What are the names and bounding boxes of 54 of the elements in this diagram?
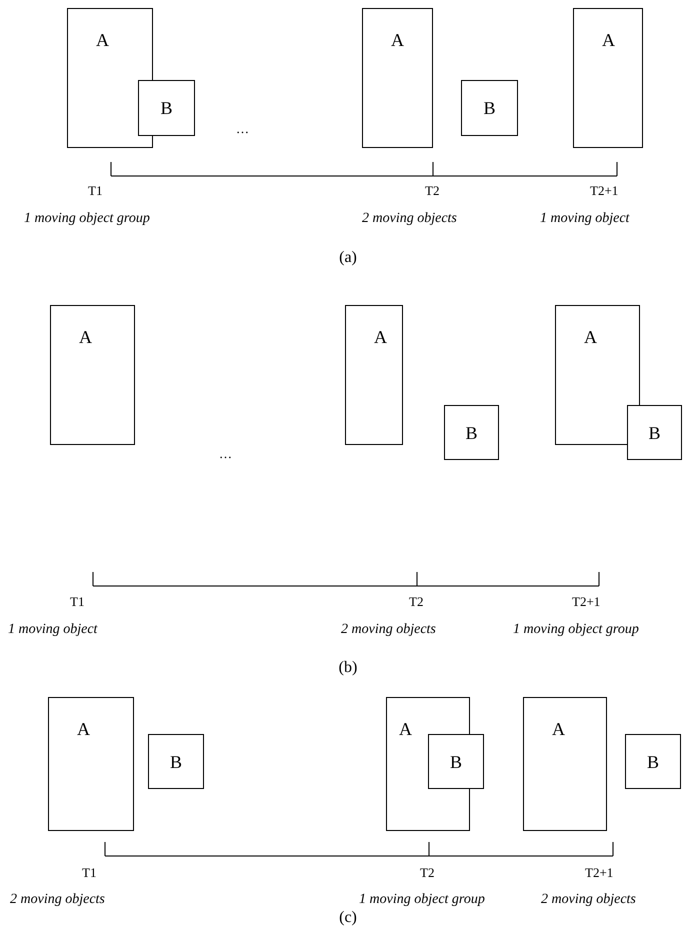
- time-label: T2+1: [572, 595, 600, 608]
- object-letter: A: [584, 328, 597, 346]
- large-object-box: [50, 305, 135, 445]
- large-object-box: [48, 697, 134, 831]
- time-label: T1: [82, 866, 96, 879]
- state-caption: 2 moving objects: [10, 893, 105, 907]
- large-object-box: [345, 305, 403, 445]
- large-object-box: [555, 305, 640, 445]
- large-object-box: [67, 8, 153, 148]
- object-letter: B: [170, 752, 182, 770]
- small-object-box: [627, 405, 682, 460]
- object-letter: A: [79, 328, 92, 346]
- state-caption: 2 moving objects: [541, 893, 636, 907]
- state-caption: 2 moving objects: [362, 212, 457, 226]
- time-label: T2+1: [585, 866, 614, 879]
- state-caption: 2 moving objects: [341, 623, 436, 637]
- object-letter: A: [552, 720, 565, 738]
- large-object-box: [573, 8, 643, 148]
- small-object-box: [461, 80, 518, 136]
- small-object-box: [444, 405, 499, 460]
- time-label: T1: [88, 184, 102, 197]
- time-label: T1: [70, 595, 84, 608]
- ellipsis: …: [236, 122, 249, 135]
- time-label: T2: [409, 595, 424, 608]
- ellipsis: …: [219, 447, 232, 460]
- object-letter: B: [483, 99, 496, 117]
- small-object-box: [148, 734, 204, 789]
- time-label: T2: [420, 866, 434, 879]
- time-label: T2+1: [590, 184, 618, 197]
- time-label: T2: [425, 184, 440, 197]
- object-letter: A: [77, 720, 90, 738]
- object-letter: A: [399, 720, 412, 738]
- large-object-box: [523, 697, 607, 831]
- object-letter: A: [96, 31, 109, 49]
- small-object-box: [428, 734, 484, 789]
- state-caption: 1 moving object: [8, 623, 98, 637]
- panel-label: (b): [338, 660, 358, 676]
- object-letter: B: [648, 424, 660, 442]
- panel-label: (a): [339, 250, 357, 266]
- object-letter: B: [646, 752, 659, 770]
- state-caption: 1 moving object group: [513, 623, 639, 637]
- object-letter: B: [450, 752, 462, 770]
- object-letter: A: [391, 31, 404, 49]
- small-object-box: [625, 734, 681, 789]
- state-caption: 1 moving object: [540, 212, 630, 226]
- object-letter: A: [374, 328, 387, 346]
- object-letter: B: [465, 424, 478, 442]
- state-caption: 1 moving object group: [359, 893, 485, 907]
- small-object-box: [138, 80, 195, 136]
- large-object-box: [362, 8, 433, 148]
- object-letter: B: [160, 99, 172, 117]
- panel-label: (c): [339, 910, 357, 926]
- object-letter: A: [602, 31, 615, 49]
- state-caption: 1 moving object group: [24, 212, 150, 226]
